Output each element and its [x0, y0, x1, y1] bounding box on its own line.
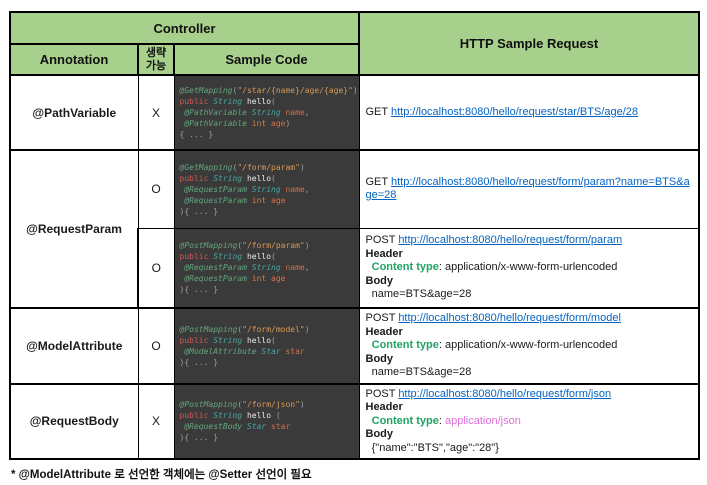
code-line: ){ ... }	[179, 206, 219, 216]
code-line: ){ ... }	[179, 433, 219, 443]
omittable-flag: O	[137, 307, 175, 384]
http-request-line: Header	[365, 247, 403, 260]
code-line: @PathVariable String name,	[184, 108, 310, 117]
http-request-link[interactable]: http://localhost:8080/hello/request/form…	[398, 234, 623, 246]
http-request-link[interactable]: http://localhost:8080/hello/request/star…	[390, 105, 639, 118]
omittable-flag: X	[137, 382, 175, 460]
code-line: @PostMapping("/form/model")	[179, 324, 310, 334]
http-request-line: Content type: application/x-www-form-url…	[371, 339, 618, 351]
sample-code-block: @PostMapping("/form/json")public String …	[173, 382, 360, 460]
code-line: @RequestParam String name,	[184, 184, 310, 194]
code-line: public String hello(	[179, 97, 276, 106]
code-line: @PostMapping("/form/param")	[179, 241, 310, 251]
annotation-column-header: Annotation	[9, 43, 139, 76]
code-line: ){ ... }	[179, 285, 219, 295]
http-request-line: name=BTS&age=28	[365, 288, 472, 300]
code-line: @ModelAttribute Star star	[184, 346, 305, 356]
http-request-line: POST http://localhost:8080/hello/request…	[365, 234, 623, 246]
http-sample-request-header: HTTP Sample Request	[358, 11, 700, 76]
http-request-link[interactable]: http://localhost:8080/hello/request/form…	[398, 387, 612, 400]
http-request-line: Content type: application/x-www-form-url…	[371, 261, 618, 273]
http-request-line: Content type: application/json	[371, 414, 521, 427]
http-request-cell: POST http://localhost:8080/hello/request…	[358, 307, 700, 384]
code-line: @PostMapping("/form/json")	[179, 400, 305, 410]
table-row: O@PostMapping("/form/param")public Strin…	[10, 227, 700, 309]
code-line: public String hello (	[179, 411, 281, 421]
footnote: * @ModelAttribute 로 선언한 객체에는 @Setter 선언이…	[11, 469, 312, 481]
code-line: public String hello(	[179, 252, 276, 262]
http-request-cell: POST http://localhost:8080/hello/request…	[358, 382, 700, 460]
annotation-cell: @RequestBody	[9, 382, 139, 460]
annotation-cell: @PathVariable	[9, 74, 139, 151]
sample-code-block: @GetMapping("/form/param")public String …	[173, 149, 360, 229]
code-line: @RequestParam int age	[184, 195, 286, 205]
code-line: @GetMapping("/star/{name}/age/{age}")	[179, 86, 358, 95]
omittable-flag: X	[137, 74, 175, 151]
http-request-link[interactable]: http://localhost:8080/hello/request/form…	[365, 175, 690, 202]
sample-code-column-header: Sample Code	[173, 43, 360, 76]
http-request-cell: GET http://localhost:8080/hello/request/…	[358, 74, 700, 151]
http-request-line: Body	[365, 274, 394, 287]
code-line: @RequestParam int age	[184, 274, 286, 284]
http-request-line: Body	[365, 352, 394, 365]
http-request-line: Body	[365, 428, 394, 440]
annotation-cell: @RequestParam	[9, 149, 139, 309]
http-request-line: GET http://localhost:8080/hello/request/…	[365, 105, 639, 118]
http-request-line: {"name":"BTS","age":"28"}	[365, 441, 499, 454]
http-request-line: name=BTS&age=28	[365, 366, 472, 378]
controller-header: Controller	[9, 11, 360, 45]
sample-code-block: @PostMapping("/form/model")public String…	[173, 307, 360, 384]
code-line: @PathVariable int age)	[184, 119, 291, 128]
http-request-line: Header	[365, 325, 403, 338]
http-request-line: POST http://localhost:8080/hello/request…	[365, 312, 621, 324]
http-request-line: Header	[365, 401, 403, 413]
code-line: public String hello(	[179, 335, 276, 345]
code-line: @RequestBody Star star	[184, 422, 291, 432]
http-request-line: POST http://localhost:8080/hello/request…	[365, 387, 612, 400]
code-line: public String hello(	[179, 173, 276, 183]
sample-code-block: @PostMapping("/form/param")public String…	[173, 227, 360, 309]
omittable-flag: O	[137, 227, 175, 309]
http-request-link[interactable]: http://localhost:8080/hello/request/form…	[398, 312, 621, 324]
http-request-cell: POST http://localhost:8080/hello/request…	[358, 227, 700, 309]
annotation-cell: @ModelAttribute	[9, 307, 139, 384]
code-line: { ... }	[179, 130, 214, 139]
annotation-table: Controller HTTP Sample Request Annotatio…	[9, 11, 700, 460]
code-line: @RequestParam String name,	[184, 263, 310, 273]
code-line: ){ ... }	[179, 357, 219, 367]
code-line: @GetMapping("/form/param")	[179, 162, 305, 172]
http-request-cell: GET http://localhost:8080/hello/request/…	[358, 149, 700, 229]
sample-code-block: @GetMapping("/star/{name}/age/{age}") pub…	[173, 74, 360, 151]
http-request-line: GET http://localhost:8080/hello/request/…	[365, 175, 690, 202]
omittable-flag: O	[137, 149, 175, 229]
